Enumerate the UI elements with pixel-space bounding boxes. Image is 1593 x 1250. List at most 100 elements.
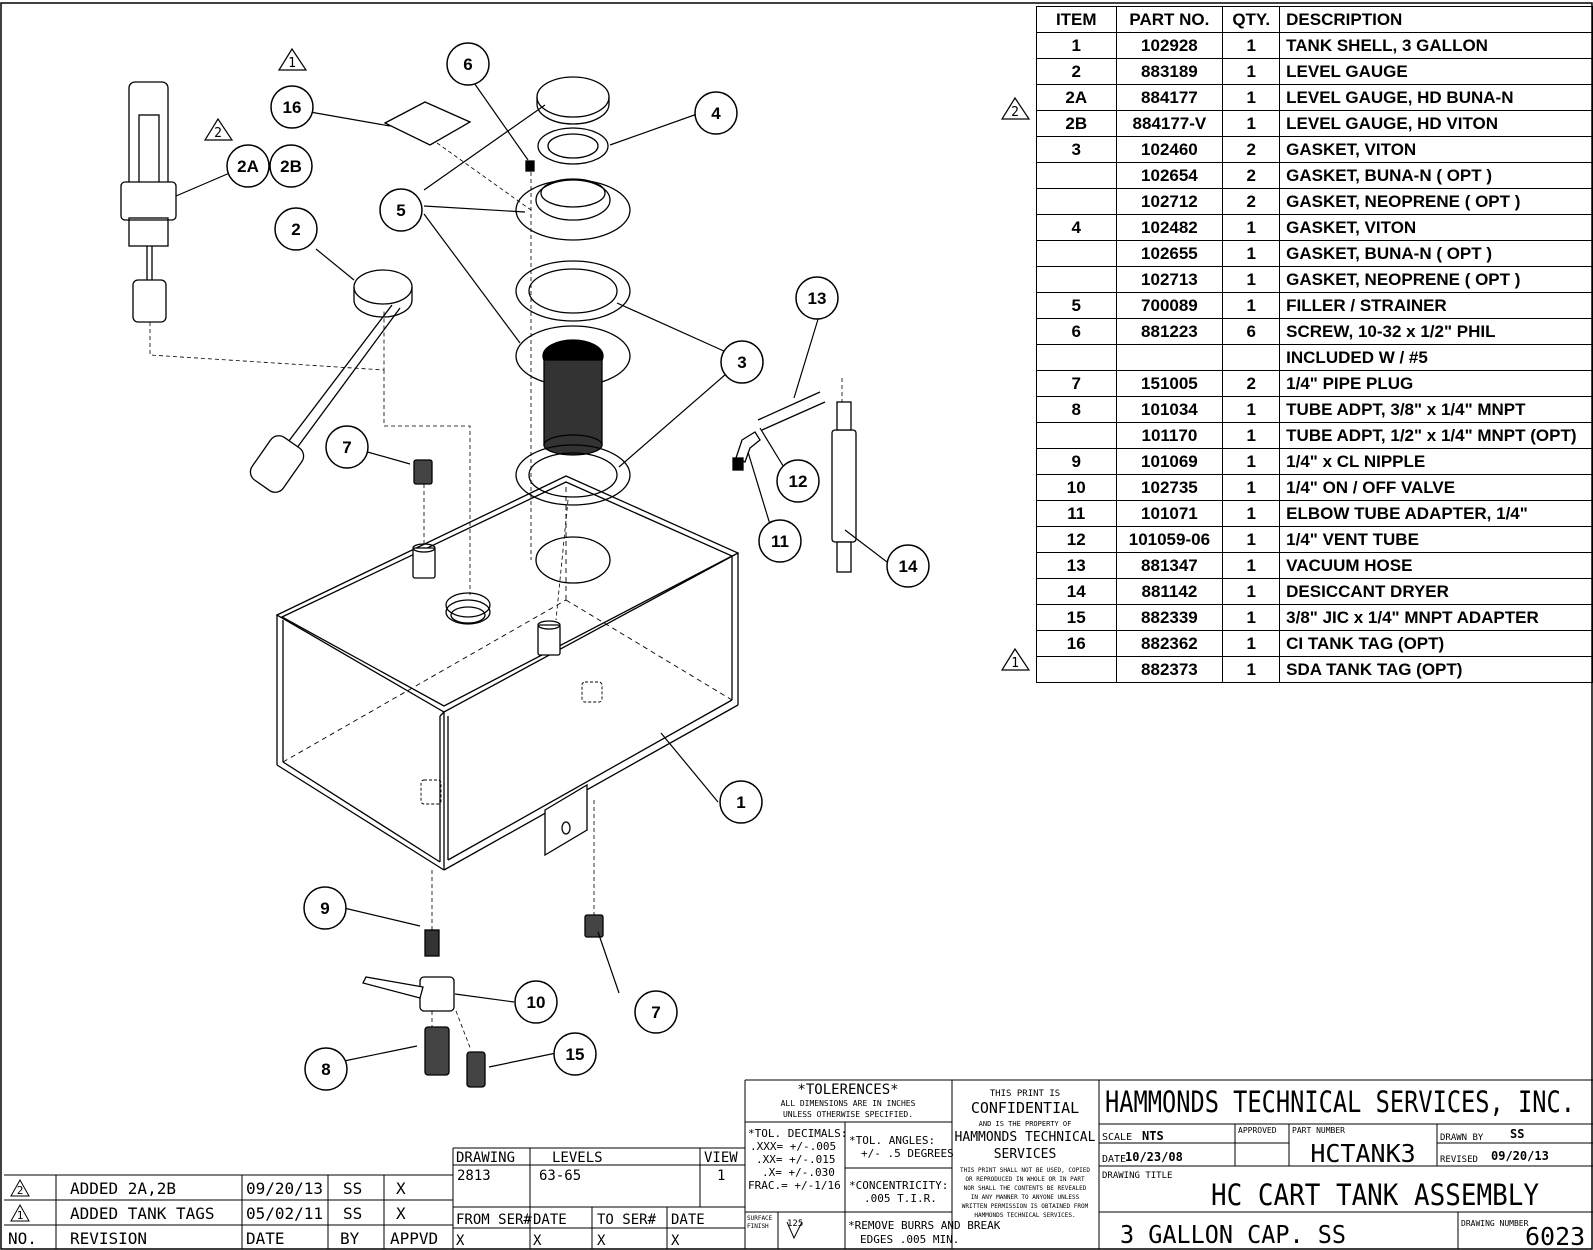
bom-description: GASKET, BUNA-N ( OPT ) — [1279, 162, 1593, 189]
bom-description: DESICCANT DRYER — [1279, 578, 1593, 605]
balloon-label: 10 — [527, 993, 546, 1012]
bom-item — [1036, 656, 1117, 683]
rev-header-by: BY — [340, 1229, 360, 1248]
bom-header-description: DESCRIPTION — [1279, 6, 1593, 33]
tol-conc: .005 T.I.R. — [864, 1192, 937, 1205]
balloon-label: 7 — [342, 438, 351, 457]
bom-header-part-no: PART NO. — [1115, 6, 1224, 33]
conf-line: HAMMONDS TECHNICAL — [955, 1130, 1096, 1145]
bom-description: FILLER / STRAINER — [1279, 292, 1593, 319]
bom-part-no: 882373 — [1115, 656, 1224, 683]
bom-description: 1/4" PIPE PLUG — [1279, 370, 1593, 397]
scale-value: NTS — [1142, 1129, 1164, 1143]
rev-header-date: DATE — [246, 1229, 285, 1248]
valve-fittings — [362, 459, 604, 1088]
balloon-1: 1 — [719, 780, 763, 824]
bom-description: CI TANK TAG (OPT) — [1279, 630, 1593, 657]
rev-triangle-label: 2 — [1011, 105, 1019, 120]
balloon-label: 8 — [321, 1060, 330, 1079]
tol-xxx: .XXX= +/-.005 — [750, 1140, 836, 1153]
bom-description: GASKET, VITON — [1279, 136, 1593, 163]
balloon-12: 12 — [776, 459, 820, 503]
bom-qty: 6 — [1222, 318, 1281, 345]
drawing-title: HC CART TANK ASSEMBLY — [1211, 1178, 1539, 1212]
level-gauge — [249, 269, 413, 493]
bom-part-no: 101071 — [1115, 500, 1224, 527]
bom-qty: 2 — [1222, 370, 1281, 397]
bom-part-no: 884177-V — [1115, 110, 1224, 137]
balloon-13: 13 — [795, 276, 839, 320]
bom-qty — [1222, 344, 1281, 371]
bom-part-no: 151005 — [1115, 370, 1224, 397]
balloon-label: 15 — [566, 1045, 585, 1064]
bom-qty: 2 — [1222, 162, 1281, 189]
finish-label-1: SURFACE — [747, 1215, 773, 1222]
rev-triangle-label: 1 — [288, 56, 296, 71]
bom-description: GASKET, NEOPRENE ( OPT ) — [1279, 188, 1593, 215]
bom-item: 2 — [1036, 58, 1117, 85]
balloon-10: 10 — [514, 980, 558, 1024]
balloon-label: 5 — [396, 201, 405, 220]
bom-qty: 1 — [1222, 396, 1281, 423]
tol-angles-label: *TOL. ANGLES: — [849, 1134, 935, 1147]
bom-description: INCLUDED W / #5 — [1279, 344, 1593, 371]
bom-part-no: 102460 — [1115, 136, 1224, 163]
balloon-label: 4 — [711, 104, 721, 123]
bom-qty: 1 — [1222, 240, 1281, 267]
bom-item — [1036, 422, 1117, 449]
bom-item: 8 — [1036, 396, 1117, 423]
bom-qty: 1 — [1222, 552, 1281, 579]
revised-value: 09/20/13 — [1491, 1149, 1549, 1163]
rev-no: 1 — [17, 1209, 24, 1222]
rev-description: ADDED TANK TAGS — [70, 1204, 215, 1223]
balloon-8: 8 — [304, 1047, 348, 1091]
drawn-by-value: SS — [1510, 1127, 1524, 1141]
confidential-block: THIS PRINT IS CONFIDENTIAL AND IS THE PR… — [955, 1089, 1096, 1219]
rev-triangle-label: 1 — [1011, 656, 1019, 671]
bom-item — [1036, 188, 1117, 215]
date-label: DATE — [533, 1212, 567, 1228]
title-block-text: HAMMONDS TECHNICAL SERVICES, INC. SCALE … — [1102, 1085, 1585, 1250]
bom-item — [1036, 240, 1117, 267]
hd-level-gauge — [120, 81, 177, 323]
bom-item: 2A — [1036, 84, 1117, 111]
bom-description: LEVEL GAUGE — [1279, 58, 1593, 85]
title-block — [1098, 1080, 1593, 1249]
bom-description: TUBE ADPT, 3/8" x 1/4" MNPT — [1279, 396, 1593, 423]
item-balloons: 1 2 2A 2B 3 3 4 5 6 7 7 8 9 10 11 12 13 … — [226, 42, 930, 1091]
balloon-2: 2 — [274, 207, 318, 251]
revised-label: REVISED — [1440, 1155, 1478, 1165]
conf-line: THIS PRINT IS — [990, 1089, 1060, 1099]
rev-triangle-label: 2 — [214, 126, 222, 141]
bom-item: 13 — [1036, 552, 1117, 579]
bom-description: LEVEL GAUGE, HD VITON — [1279, 110, 1593, 137]
bom-part-no: 102712 — [1115, 188, 1224, 215]
bom-qty: 1 — [1222, 578, 1281, 605]
bom-row: INCLUDED W / #5 — [1036, 344, 1593, 371]
conf-line: IN ANY MANNER TO ANYONE UNLESS — [971, 1194, 1080, 1201]
balloon-label: 3 — [737, 353, 746, 372]
bom-qty: 1 — [1222, 500, 1281, 527]
balloon-7-lower: 7 — [634, 990, 678, 1034]
bom-part-no: 101059-06 — [1115, 526, 1224, 553]
balloon-2b: 2B — [269, 144, 313, 188]
drawing-subtitle: 3 GALLON CAP. SS — [1120, 1220, 1346, 1249]
from-ser-value: X — [456, 1233, 465, 1249]
tol-note-1: *REMOVE BURRS AND BREAK — [848, 1219, 1001, 1232]
balloon-label: 2A — [237, 157, 259, 176]
part-number-value: HCTANK3 — [1310, 1139, 1415, 1168]
bom-description: 1/4" ON / OFF VALVE — [1279, 474, 1593, 501]
bom-part-no: 883189 — [1115, 58, 1224, 85]
bom-qty: 1 — [1222, 474, 1281, 501]
